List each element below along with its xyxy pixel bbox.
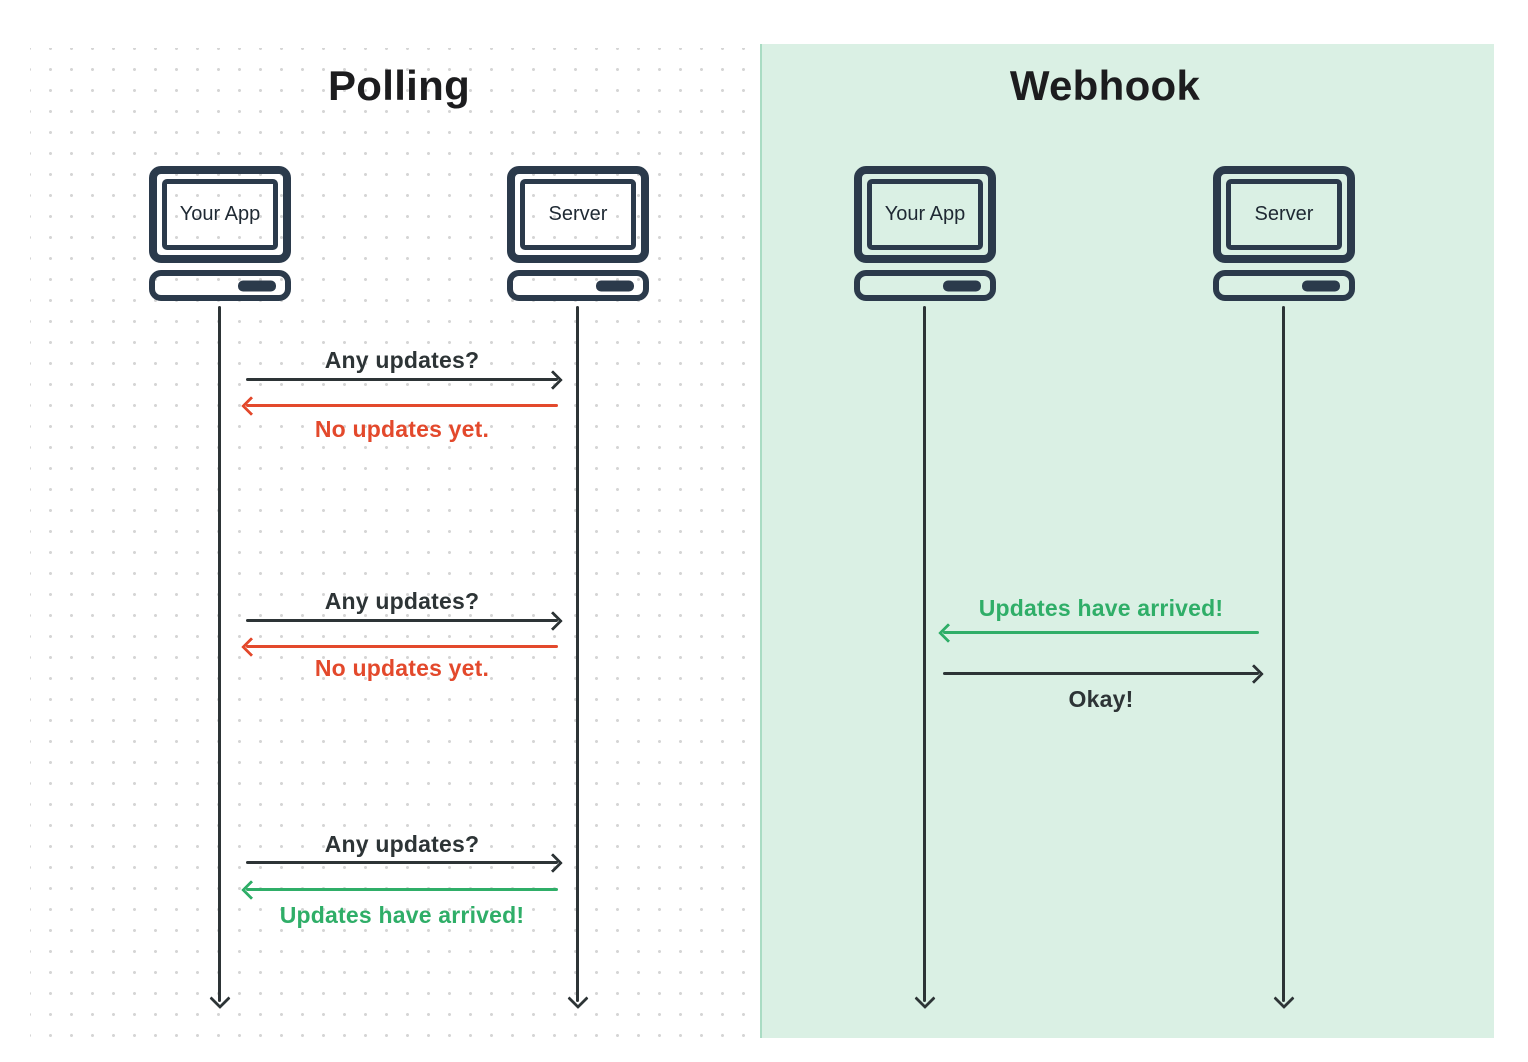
request-arrow: [246, 861, 558, 864]
keyboard-base: [149, 270, 291, 301]
monitor-frame: Your App: [854, 166, 996, 263]
ack-arrow: [943, 672, 1259, 675]
actor-label: Your App: [179, 203, 261, 225]
computer-icon: Server: [1213, 166, 1355, 301]
lifeline: [1282, 306, 1285, 1002]
monitor-frame: Your App: [149, 166, 291, 263]
monitor-screen: Your App: [162, 179, 278, 250]
monitor-screen: Your App: [867, 179, 983, 250]
computer-icon: Your App: [149, 166, 291, 301]
response-label: No updates yet.: [314, 655, 490, 681]
polling-title: Polling: [327, 62, 471, 109]
notification-label: Updates have arrived!: [978, 595, 1224, 621]
request-label: Any updates?: [324, 347, 480, 373]
keyboard-key: [943, 280, 981, 291]
monitor-frame: Server: [1213, 166, 1355, 263]
lifeline: [576, 306, 579, 1002]
keyboard-base: [507, 270, 649, 301]
lifeline: [923, 306, 926, 1002]
request-arrow: [246, 619, 558, 622]
monitor-screen: Server: [1226, 179, 1342, 250]
computer-icon: Server: [507, 166, 649, 301]
keyboard-key: [238, 280, 276, 291]
response-arrow: [246, 888, 558, 891]
actor-label: Server: [548, 203, 608, 225]
response-label: No updates yet.: [314, 416, 490, 442]
monitor-frame: Server: [507, 166, 649, 263]
actor-label: Server: [1254, 203, 1314, 225]
keyboard-key: [1302, 280, 1340, 291]
monitor-screen: Server: [520, 179, 636, 250]
keyboard-base: [854, 270, 996, 301]
response-arrow: [246, 645, 558, 648]
actor-label: Your App: [884, 203, 966, 225]
keyboard-base: [1213, 270, 1355, 301]
request-arrow: [246, 378, 558, 381]
ack-label: Okay!: [1068, 686, 1134, 712]
response-label: Updates have arrived!: [279, 902, 525, 928]
request-label: Any updates?: [324, 588, 480, 614]
response-arrow: [246, 404, 558, 407]
notification-arrow: [943, 631, 1259, 634]
webhook-panel-background: [760, 44, 1494, 1038]
webhook-title: Webhook: [1009, 62, 1201, 109]
request-label: Any updates?: [324, 831, 480, 857]
computer-icon: Your App: [854, 166, 996, 301]
keyboard-key: [596, 280, 634, 291]
lifeline: [218, 306, 221, 1002]
